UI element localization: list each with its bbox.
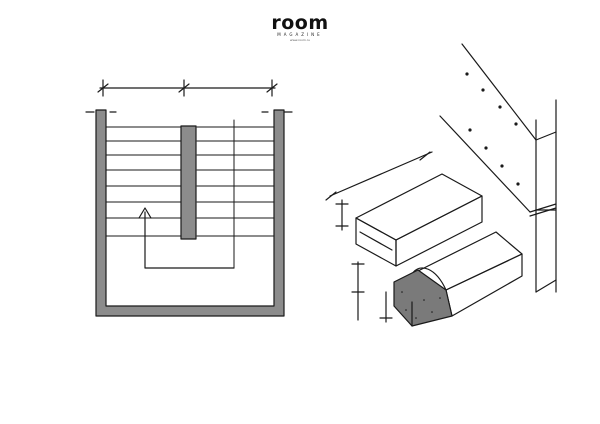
axo-concrete-core	[394, 270, 452, 326]
axo-lower-dimension	[352, 262, 392, 322]
axo-concrete-dots	[401, 291, 441, 319]
axo-lower-tread	[394, 232, 522, 326]
stair-axonometric-view	[326, 44, 556, 326]
plan-treads-left	[106, 127, 181, 236]
logo-url: www.room.ru	[290, 38, 310, 42]
axo-wall-screws	[465, 72, 520, 186]
axo-upper-tread	[356, 174, 482, 266]
plan-center-wall	[181, 126, 196, 239]
axo-wall-block	[530, 100, 556, 292]
logo-wordmark: room	[271, 12, 329, 34]
plan-wall	[96, 110, 284, 316]
logo-subtitle: MAGAZINE	[277, 32, 323, 37]
axo-upper-dimension	[326, 152, 432, 230]
stair-plan-view	[86, 80, 292, 316]
plan-width-dimension	[98, 80, 277, 96]
plan-treads-right	[197, 120, 274, 268]
plan-walk-arrow	[139, 208, 234, 268]
